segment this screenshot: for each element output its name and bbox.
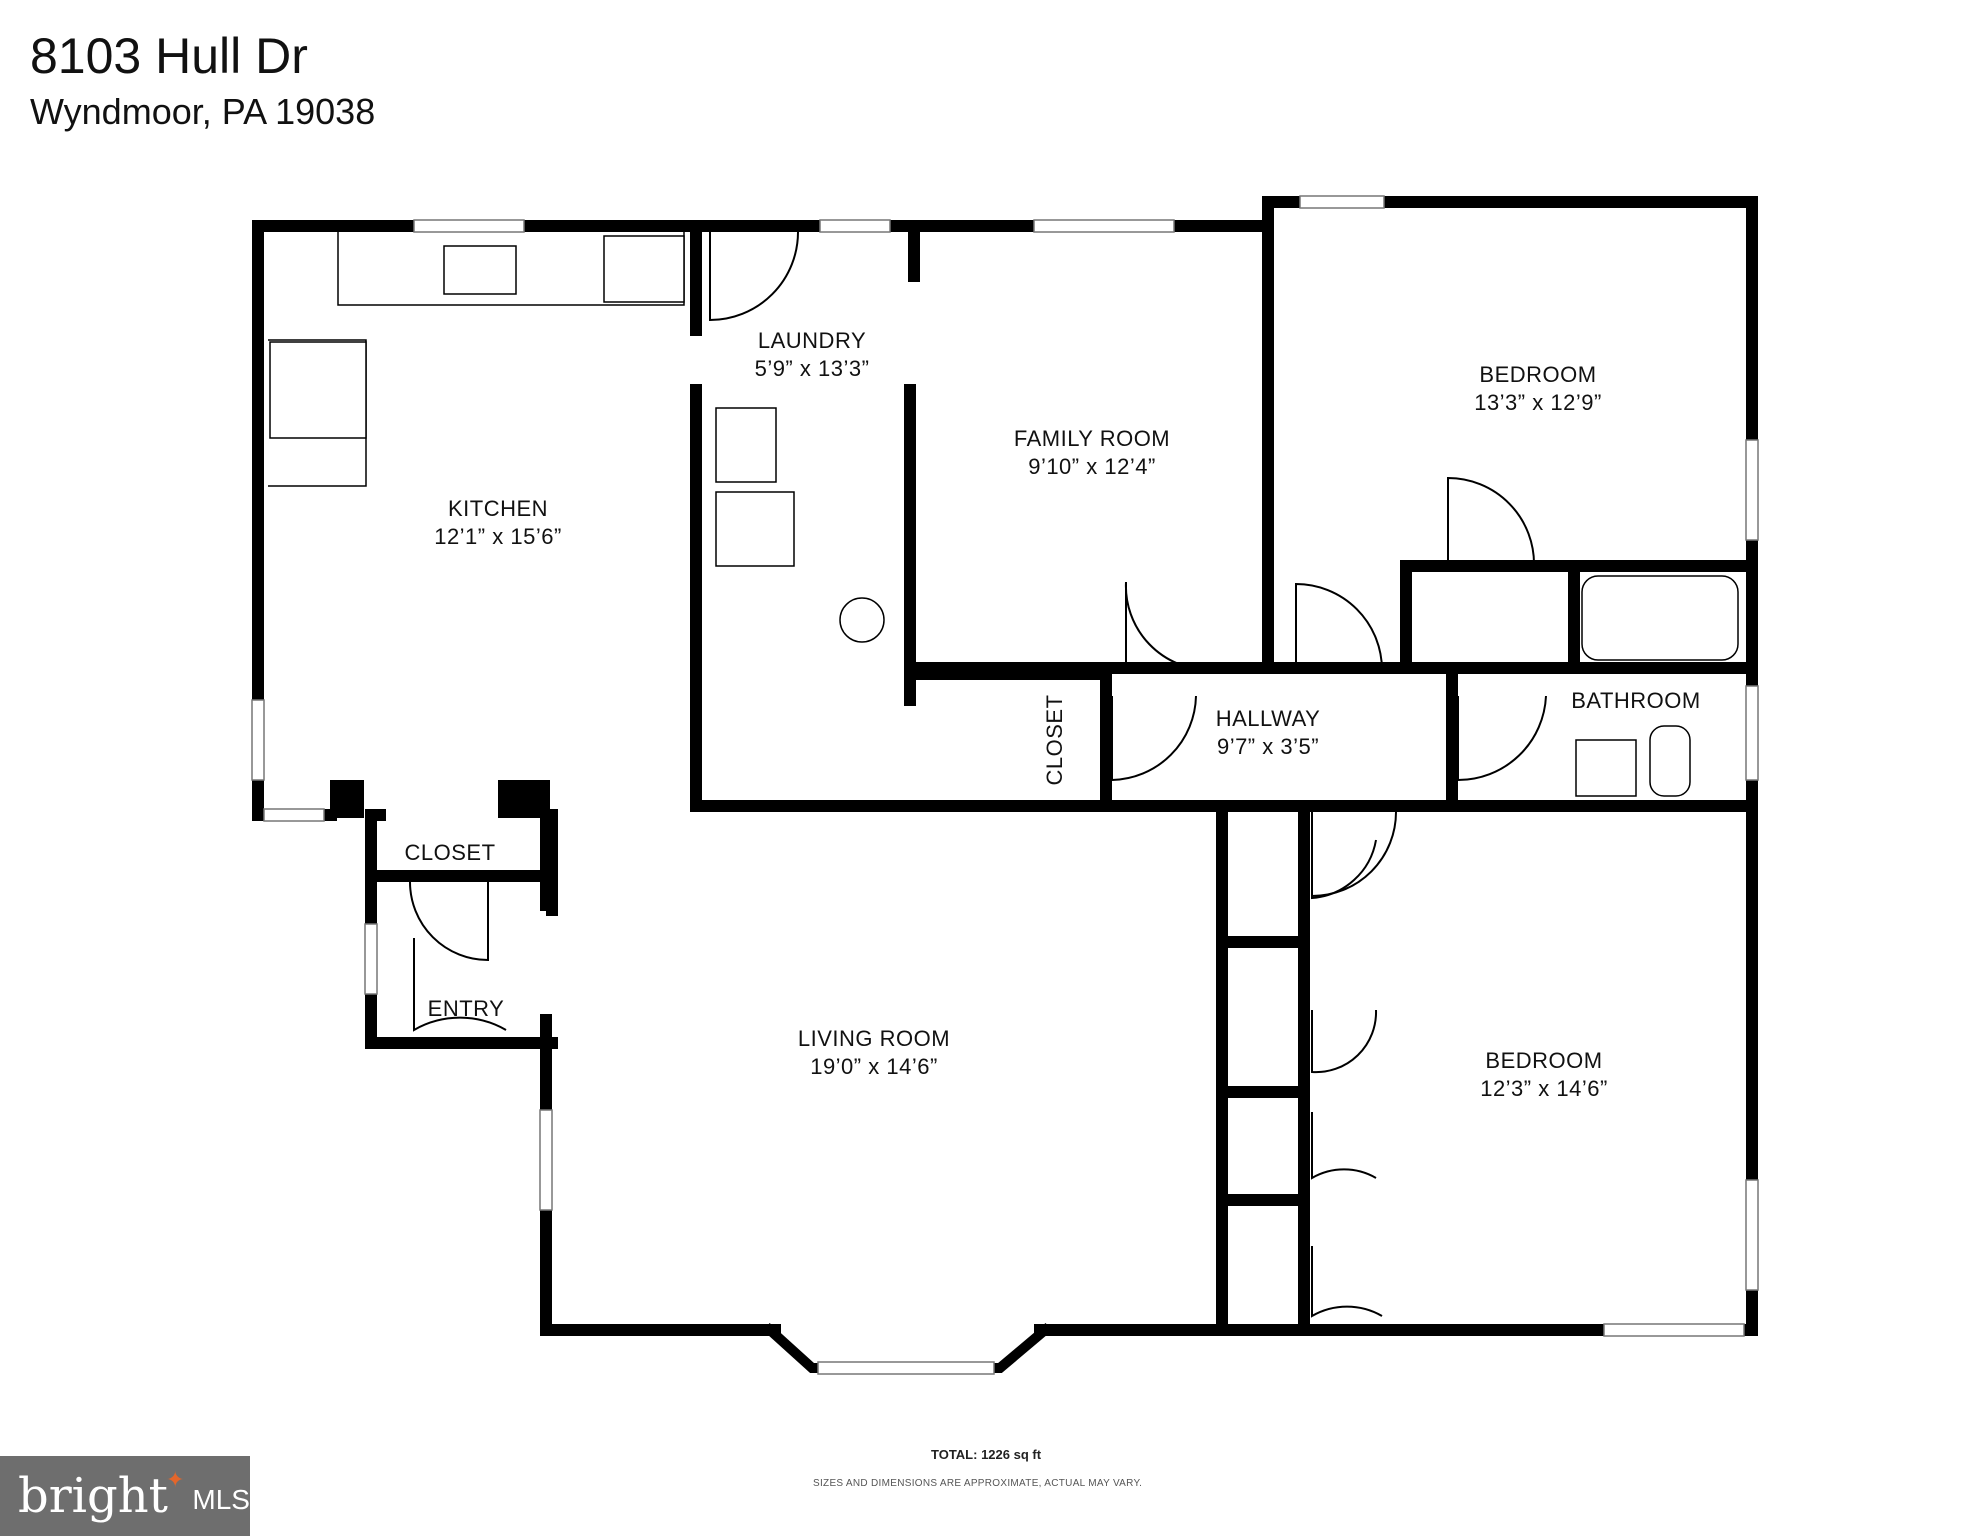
wall-block [330, 780, 364, 818]
closet-entry-name: CLOSET [404, 840, 495, 865]
living-room-name: LIVING ROOM [798, 1026, 950, 1051]
bathroom-name: BATHROOM [1571, 688, 1700, 713]
laundry-size: 5’9” x 13’3” [755, 356, 870, 381]
laundry-fixtures [715, 407, 885, 643]
bedroom-bottom-size: 12’3” x 14’6” [1480, 1076, 1608, 1101]
kitchen-size: 12’1” x 15’6” [434, 524, 562, 549]
family-room-size: 9’10” x 12’4” [1028, 454, 1156, 479]
living-room-size: 19’0” x 14’6” [810, 1054, 938, 1079]
windows [251, 195, 1759, 1375]
spark-icon: ✦ [165, 1467, 185, 1492]
bedroom-top-size: 13’3” x 12’9” [1474, 390, 1602, 415]
kitchen-fixtures [268, 232, 685, 487]
total-area: TOTAL: 1226 sq ft [931, 1447, 1042, 1462]
doors [409, 231, 1547, 1318]
wall-block [498, 780, 550, 818]
disclaimer: SIZES AND DIMENSIONS ARE APPROXIMATE, AC… [813, 1478, 1143, 1489]
hallway-name: HALLWAY [1216, 706, 1321, 731]
bright-mls-logo: bright ✦ MLS [0, 1456, 250, 1536]
entry-name: ENTRY [428, 996, 505, 1021]
room-labels: KITCHEN 12’1” x 15’6” LAUNDRY 5’9” x 13’… [404, 328, 1700, 1101]
bedroom-top-name: BEDROOM [1479, 362, 1596, 387]
address-title: 8103 Hull Dr [30, 28, 308, 84]
kitchen-name: KITCHEN [448, 496, 548, 521]
logo-suffix: MLS [192, 1484, 250, 1515]
city-subtitle: Wyndmoor, PA 19038 [30, 91, 376, 132]
bathroom-fixtures [1575, 575, 1739, 797]
laundry-name: LAUNDRY [758, 328, 866, 353]
logo-wordmark: bright [18, 1468, 168, 1524]
family-room-name: FAMILY ROOM [1014, 426, 1170, 451]
hallway-size: 9’7” x 3’5” [1217, 734, 1319, 759]
bedroom-bottom-name: BEDROOM [1485, 1048, 1602, 1073]
closet-hall-name: CLOSET [1042, 694, 1067, 785]
